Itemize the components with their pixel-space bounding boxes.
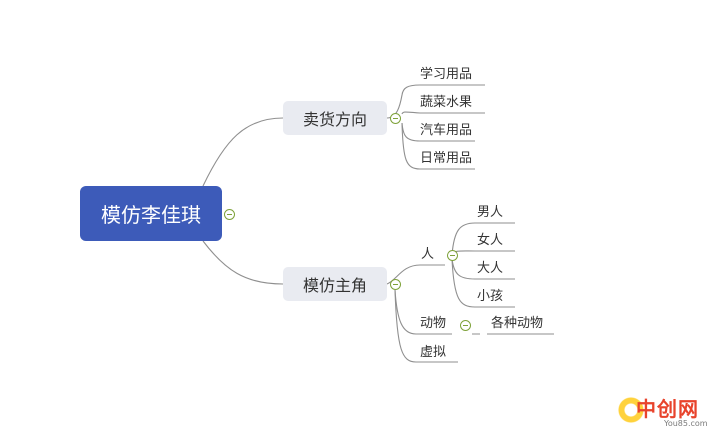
- collapse-toggle-icon[interactable]: [390, 113, 401, 124]
- watermark-domain: You85.com: [664, 419, 708, 428]
- connector-people-leaves: [451, 222, 515, 256]
- connector-root-imitate: [202, 240, 284, 285]
- subbranch-virtual[interactable]: 虚拟: [420, 345, 447, 360]
- leaf-people-4[interactable]: 小孩: [477, 289, 504, 304]
- root-node[interactable]: 模仿李佳琪: [80, 186, 222, 241]
- leaf-goods-2[interactable]: 蔬菜水果: [420, 95, 473, 110]
- leaf-people-3[interactable]: 大人: [477, 261, 504, 276]
- collapse-toggle-icon[interactable]: [224, 209, 235, 220]
- connector-root-goods: [202, 117, 284, 187]
- connector-imitate-virtual: [394, 289, 458, 363]
- watermark-logo: 中创网 You85.com: [618, 395, 708, 431]
- leaf-people-2[interactable]: 女人: [477, 233, 504, 248]
- leaf-goods-1[interactable]: 学习用品: [420, 67, 473, 82]
- collapse-toggle-icon[interactable]: [390, 279, 401, 290]
- subbranch-animals[interactable]: 动物: [420, 316, 447, 331]
- branch-label-imitate: 模仿主角: [302, 276, 367, 295]
- collapse-toggle-icon[interactable]: [460, 320, 471, 331]
- root-label: 模仿李佳琪: [101, 203, 201, 227]
- watermark-brand: 中创网: [636, 397, 699, 421]
- leaf-goods-4[interactable]: 日常用品: [420, 151, 473, 166]
- leaf-goods-3[interactable]: 汽车用品: [420, 123, 473, 138]
- logo-ring-icon: [618, 397, 644, 423]
- leaf-people-1[interactable]: 男人: [477, 205, 504, 220]
- leaf-animals-1[interactable]: 各种动物: [491, 316, 544, 331]
- subbranch-people[interactable]: 人: [421, 247, 435, 262]
- branch-label-goods: 卖货方向: [302, 110, 367, 129]
- branch-node-goods[interactable]: 卖货方向: [283, 101, 387, 135]
- collapse-toggle-icon[interactable]: [447, 250, 458, 261]
- branch-node-imitate[interactable]: 模仿主角: [283, 267, 387, 301]
- connector-imitate-people: [386, 264, 445, 285]
